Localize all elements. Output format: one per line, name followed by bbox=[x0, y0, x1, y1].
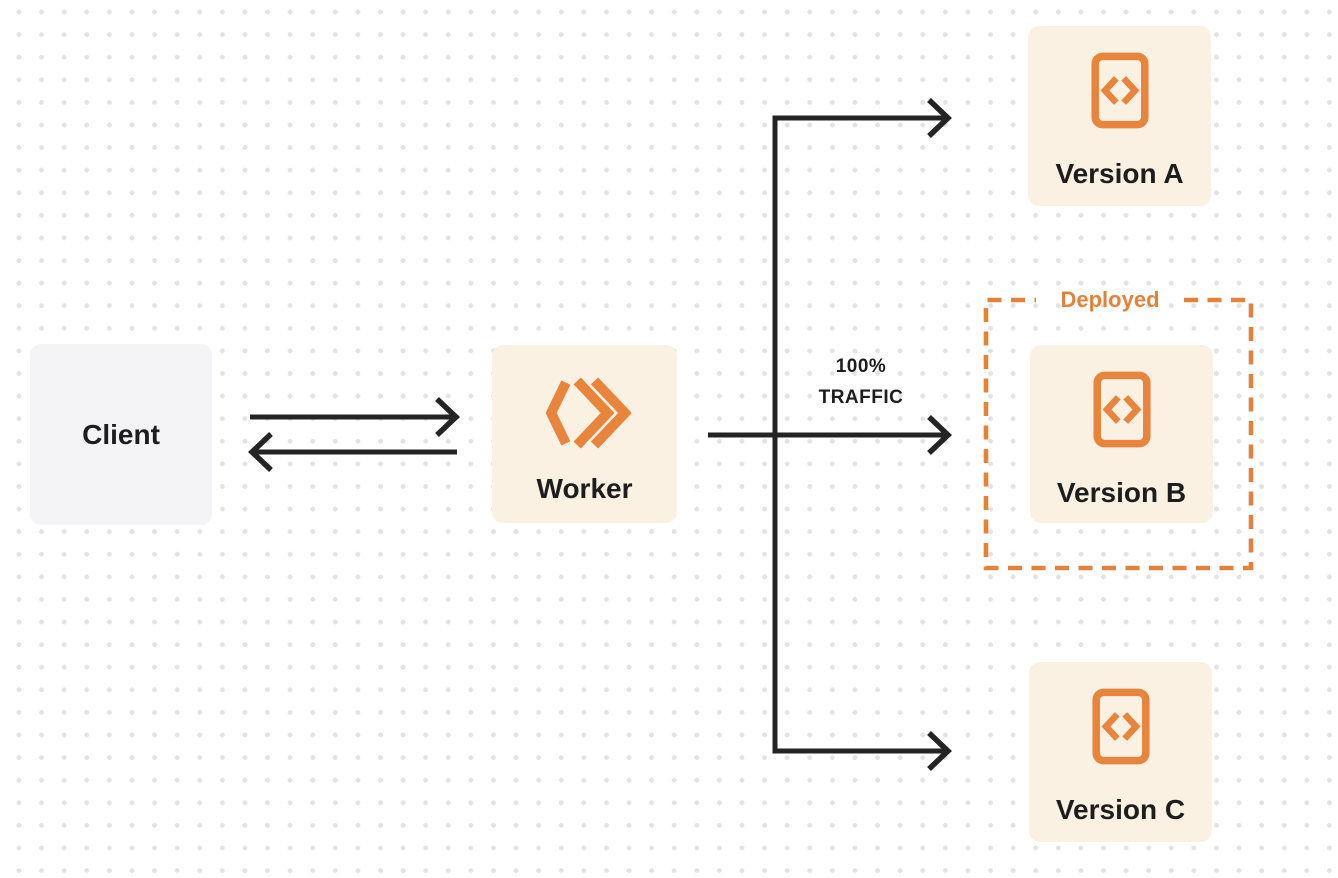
worker-label: Worker bbox=[536, 473, 633, 504]
client-label: Client bbox=[82, 418, 160, 450]
arrow-client-to-worker-head bbox=[435, 397, 460, 437]
node-client: Client bbox=[30, 344, 212, 525]
deployed-label: Deployed bbox=[1060, 287, 1160, 312]
traffic-percent: 100% bbox=[835, 356, 887, 377]
code-file-icon bbox=[1091, 688, 1150, 765]
version-b-label: Version B bbox=[1056, 477, 1187, 508]
node-worker: Worker bbox=[492, 345, 677, 523]
code-file-icon bbox=[1090, 52, 1149, 129]
traffic-label: 100% TRAFFIC bbox=[781, 351, 941, 413]
arrow-to-version-b-head bbox=[927, 415, 952, 455]
arrow-to-version-a-head bbox=[927, 98, 952, 138]
cloudflare-workers-icon bbox=[545, 377, 631, 449]
arrow-worker-to-client-head bbox=[248, 432, 273, 472]
version-a-label: Version A bbox=[1055, 158, 1184, 189]
node-version-b: Version B bbox=[1030, 345, 1213, 523]
node-version-a: Version A bbox=[1028, 26, 1211, 206]
arrow-to-version-c-head bbox=[927, 731, 952, 771]
deployed-dashed-border bbox=[983, 297, 1254, 571]
node-version-c: Version C bbox=[1029, 662, 1212, 842]
traffic-word: TRAFFIC bbox=[818, 387, 904, 408]
code-file-icon bbox=[1092, 371, 1151, 448]
version-c-label: Version C bbox=[1055, 794, 1186, 825]
